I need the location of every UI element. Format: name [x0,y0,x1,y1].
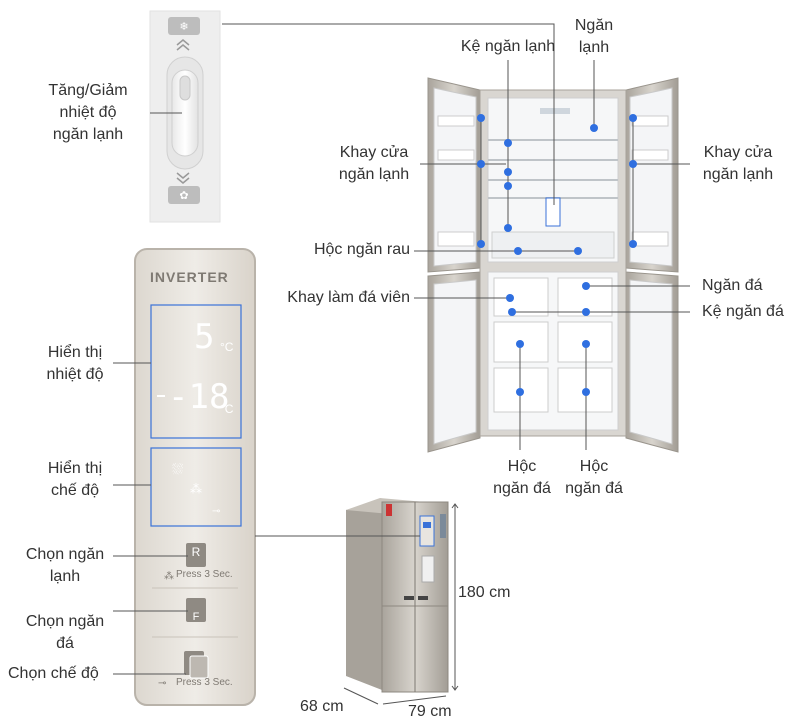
label-door-tray-left: Khay cửa ngăn lạnh [338,144,410,183]
temp-control-graphic: ❄ ✿ [149,10,221,223]
svg-text:⊸: ⊸ [212,506,220,517]
svg-text:✿: ✿ [179,189,188,202]
warm-icon [168,186,200,204]
label-fridge-compartment: Ngăn lạnh [574,17,614,56]
freezer-temp-readout: -18 [168,377,230,417]
label-temp-control: Tăng/Giảm nhiệt độ ngăn lạnh [48,82,128,143]
fridge-temp-unit: °C [220,340,234,354]
label-display-mode: Hiển thị chế độ [47,460,103,499]
label-shelf-fridge: Kệ ngăn lạnh [460,38,556,55]
label-ice-tray: Khay làm đá viên [287,289,410,306]
svg-text:❄: ❄ [179,20,188,33]
chevron-down-icon [176,172,190,179]
label-freezer-drawer-left: Hộc ngăn đá [493,458,551,497]
svg-text:⊸: ⊸ [158,678,166,689]
dimension-height: 180 cm [458,584,511,601]
temp-display-box [150,304,242,439]
label-freezer-drawer-right: Hộc ngăn đá [565,458,623,497]
press-3-sec-text-mode: Press 3 Sec. [176,677,233,688]
open-fridge-graphic [427,77,679,453]
callout-dots [477,114,637,396]
panel-brand: INVERTER [150,269,229,285]
svg-text:⁂: ⁂ [164,570,174,582]
press-3-sec-text: Press 3 Sec. [176,569,233,580]
closed-fridge-graphic [346,498,449,693]
fridge-select-button[interactable]: R [191,545,201,559]
label-freezer-compartment: Ngăn đá [702,277,763,294]
label-display-temp: Hiển thị nhiệt độ [46,344,104,383]
control-panel-graphic: ⛆ ⁂ ⊸ ⁂ ⊸ [134,248,256,706]
label-select-mode: Chọn chế độ [8,665,99,682]
label-select-freezer: Chọn ngăn đá [25,613,105,652]
mode-display-box [150,447,242,527]
leader-lines [113,23,690,675]
label-select-fridge: Chọn ngăn lạnh [25,546,105,585]
dimension-depth: 68 cm [300,698,344,715]
label-door-tray-right: Khay cửa ngăn lạnh [702,144,774,183]
dimension-lines [343,503,459,705]
freezer-temp-unit: °C [220,402,234,416]
label-freezer-shelf: Kệ ngăn đá [702,303,784,320]
dimension-width: 79 cm [408,703,452,720]
chevron-up-icon [176,39,190,46]
freezer-select-button[interactable]: F [192,611,200,623]
label-vegetable-drawer: Hộc ngăn rau [313,241,410,258]
cold-icon [168,17,200,35]
fridge-temp-readout: 5 [194,317,215,357]
svg-text:⁂: ⁂ [190,482,202,496]
svg-text:⛆: ⛆ [172,462,183,478]
